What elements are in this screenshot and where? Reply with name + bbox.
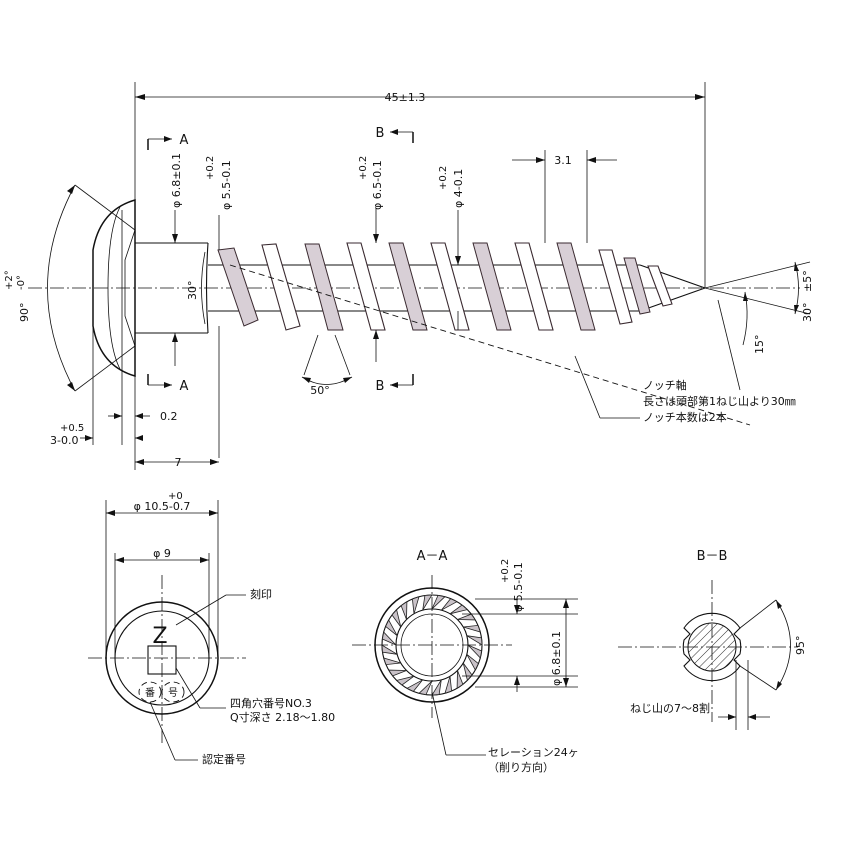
head-height-label: 3-0.0	[50, 434, 78, 447]
serration-tooth	[467, 644, 483, 659]
serration-tooth	[466, 653, 479, 671]
cert-label: 認定番号	[202, 752, 246, 766]
serration-tooth	[381, 631, 397, 646]
serration-tooth	[431, 679, 442, 696]
serration-tooth	[381, 644, 398, 655]
serration-tooth	[406, 679, 424, 692]
neck-length-label: 7	[175, 456, 182, 469]
serration-tooth	[395, 675, 415, 686]
serration-tooth	[400, 600, 408, 620]
aa-inner-dia-label: φ 5.5-0.1	[512, 562, 525, 612]
serration-tooth	[422, 594, 433, 611]
serration-tooth	[449, 604, 469, 615]
stamp-right: 号	[168, 687, 178, 699]
overall-length-label: 45±1.3	[385, 91, 426, 104]
serration-tooth	[440, 598, 458, 611]
serration-tooth	[387, 669, 407, 677]
serration-tooth	[457, 613, 477, 621]
serration-tooth	[383, 657, 401, 666]
serration-tooth	[431, 594, 446, 610]
serration-tooth	[456, 670, 464, 690]
neck-dia-label: φ 5.5-0.1	[220, 160, 233, 210]
section-aa: A－A +0.2 φ 5.5-0.1 φ 6.8±0.1 セレーション24ヶ （…	[352, 549, 579, 774]
thread-major-label: φ 6.5-0.1	[371, 160, 384, 210]
head-angle-label: 90°	[18, 303, 31, 323]
bb-core-hatch	[687, 622, 737, 672]
serration-tooth	[391, 608, 402, 628]
notch-axis	[229, 264, 751, 426]
section-aa-title: A－A	[417, 549, 448, 564]
serration-line2: （削り方向）	[488, 760, 554, 774]
head-height-tol: +0.5	[60, 423, 84, 434]
section-b-bottom-label: B	[376, 379, 385, 394]
head-outer-dia-label: φ 10.5-0.7	[134, 500, 191, 513]
head-step-label: 0.2	[160, 410, 178, 423]
threads	[217, 242, 673, 331]
stamp-left: 番	[145, 687, 155, 699]
screw-neck	[135, 242, 209, 334]
side-view: 45±1.3 A A B B φ 6.8±0.1 +0.2 φ 5.5-0.1 …	[4, 82, 814, 470]
head-angle-tol-plus: +2°	[4, 270, 15, 290]
marking-label: 刻印	[250, 587, 272, 601]
notch-axis-angle-label: 15°	[753, 335, 766, 355]
head-inner-dia-label: φ 9	[153, 547, 171, 560]
thread-minor-label: φ 4-0.1	[452, 169, 465, 208]
notch-note-line1: 長さは頭部第1ねじ山より30㎜	[643, 394, 796, 408]
point-angle-tol: ±5°	[801, 270, 814, 292]
serration-tooth	[463, 624, 481, 633]
thread-major-tol: +0.2	[358, 156, 369, 180]
head-dia-label: φ 6.8±0.1	[170, 153, 183, 208]
recess-line2: Q寸深さ 2.18～1.80	[230, 710, 335, 724]
point-angle-label: 30°	[801, 303, 814, 323]
neck-dia-tol: +0.2	[205, 156, 216, 180]
pitch-label: 3.1	[554, 154, 572, 167]
aa-outer-dia-label: φ 6.8±0.1	[550, 631, 563, 686]
serration-tooth	[385, 619, 398, 637]
notch-note-title: ノッチ軸	[643, 378, 687, 392]
head-angle-arc	[47, 184, 76, 392]
serration-line1: セレーション24ヶ	[488, 746, 579, 759]
serration-tooth	[444, 676, 453, 694]
notch-angle-label: 50°	[310, 384, 330, 397]
serration-outer-circle	[374, 587, 490, 703]
bb-note: ねじ山の7～8割	[630, 701, 710, 715]
under-head-angle-label: 30°	[186, 281, 199, 301]
marking-char: Z	[152, 624, 167, 649]
head-outer-dia-tol: +0	[168, 491, 183, 502]
notch-note-line2: ノッチ本数は2本	[643, 410, 727, 424]
aa-inner-dia-tol: +0.2	[500, 559, 511, 583]
head-angle-tol-minus: -0°	[16, 275, 27, 290]
serration-tooth	[411, 596, 420, 614]
square-recess	[147, 645, 177, 675]
bb-angle-label: 95°	[794, 636, 807, 656]
section-bb: B－B 95° ねじ山の7～8割	[618, 549, 807, 730]
section-a-top-label: A	[180, 133, 189, 148]
serration-tooth	[418, 680, 433, 696]
section-b-top-label: B	[376, 126, 385, 141]
thread-minor-tol: +0.2	[438, 166, 449, 190]
serration-tooth	[466, 635, 483, 646]
recess-line1: 四角穴番号NO.3	[230, 696, 312, 710]
section-bb-title: B－B	[697, 549, 728, 564]
serration-tooth	[462, 662, 473, 682]
section-a-bottom-label: A	[180, 379, 189, 394]
head-top-view: Z 番 号 +0 φ 10.5-0.7 φ 9 刻印 四角穴番号NO.3 Q寸深…	[88, 491, 335, 766]
